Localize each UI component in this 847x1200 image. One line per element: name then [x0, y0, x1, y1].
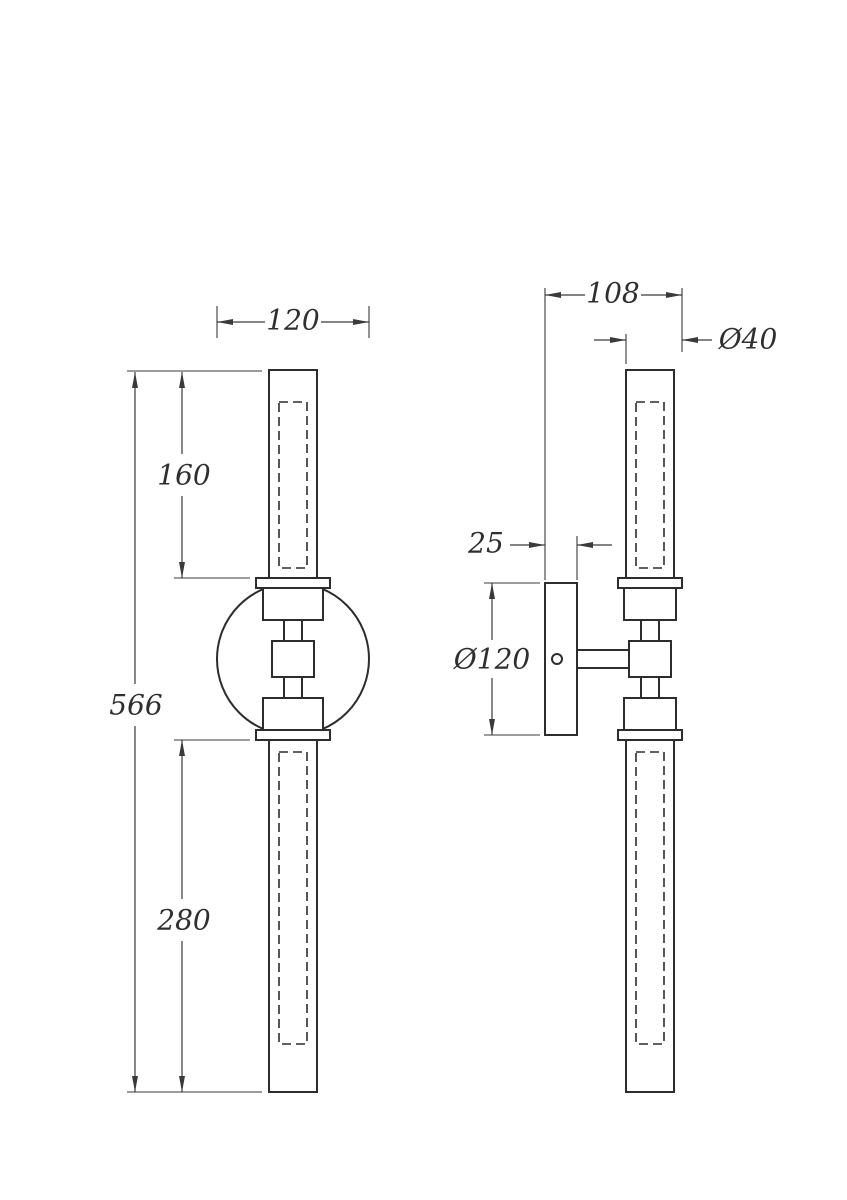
side-glass-upper-dashed: [635, 401, 665, 569]
front-bottom-socket: [262, 697, 324, 731]
dim-label-plate-thickness: 25: [467, 527, 504, 560]
front-glass-lower-dashed: [278, 751, 308, 1045]
dimension-front-width-120: 120: [216, 304, 370, 338]
front-view: [216, 369, 370, 1093]
front-bottom-stem: [283, 676, 303, 699]
front-center-block: [271, 640, 315, 678]
dimension-plate-thickness-25: 25: [467, 527, 612, 580]
dim-label-depth: 108: [586, 277, 639, 310]
side-center-block: [628, 640, 672, 678]
front-top-socket: [262, 587, 324, 621]
dim-label-upper-length: 160: [157, 459, 210, 492]
side-glass-lower-dashed: [635, 751, 665, 1045]
support-arm: [576, 649, 630, 669]
dim-label-front-width: 120: [266, 304, 319, 337]
front-top-flange: [255, 577, 331, 589]
front-bottom-flange: [255, 729, 331, 741]
side-top-socket: [623, 587, 677, 621]
dim-label-lower-length: 280: [156, 904, 210, 937]
dimension-depth-108: 108: [544, 277, 683, 580]
front-tube-lower: [268, 739, 318, 1093]
dim-label-plate-diameter: Ø120: [453, 643, 530, 676]
dimension-total-height-566: 566: [109, 372, 262, 1093]
side-view: [544, 369, 683, 1093]
front-top-stem: [283, 619, 303, 642]
side-tube-upper: [625, 369, 675, 579]
dimension-lower-length-280: 280: [156, 739, 250, 1092]
side-bottom-socket: [623, 697, 677, 731]
side-top-stem: [640, 619, 660, 642]
dim-label-tube-diameter: Ø40: [718, 323, 778, 356]
dimension-upper-length-160: 160: [127, 370, 262, 579]
front-glass-upper-dashed: [278, 401, 308, 569]
side-bottom-stem: [640, 676, 660, 699]
dimension-tube-diameter-40: Ø40: [594, 323, 778, 364]
dimension-plate-diameter-120: Ø120: [453, 582, 540, 736]
side-tube-lower: [625, 739, 675, 1093]
screw-hole: [551, 653, 563, 665]
side-bottom-flange: [617, 729, 683, 741]
side-top-flange: [617, 577, 683, 589]
dim-label-total-height: 566: [109, 689, 162, 722]
